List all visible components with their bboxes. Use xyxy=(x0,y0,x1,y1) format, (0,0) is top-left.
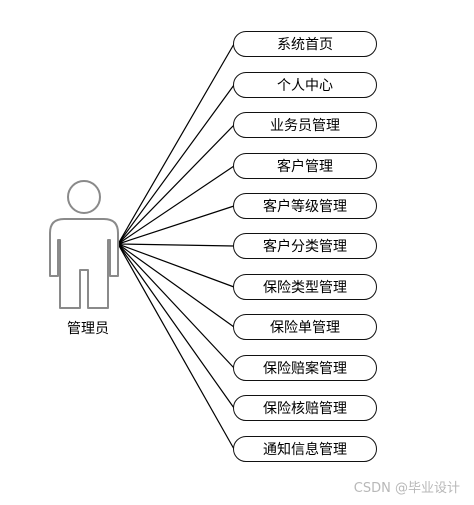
actor-label: 管理员 xyxy=(67,321,109,337)
use-case-system-home: 系统首页 xyxy=(233,31,377,57)
actor-body xyxy=(49,218,119,309)
association-line xyxy=(117,205,235,245)
association-line xyxy=(117,243,235,369)
association-line xyxy=(117,243,235,409)
use-case-insurance-type-management: 保险类型管理 xyxy=(233,274,377,300)
association-line xyxy=(117,43,235,245)
actor-head xyxy=(67,180,101,214)
use-case-customer-management: 客户管理 xyxy=(233,153,377,179)
use-case-claim-review-management: 保险核赔管理 xyxy=(233,395,377,421)
actor-figure-icon xyxy=(49,180,119,309)
watermark-text: CSDN @毕业设计 xyxy=(353,481,460,496)
use-case-customer-category-management: 客户分类管理 xyxy=(233,233,377,259)
association-line xyxy=(117,243,235,328)
association-line xyxy=(117,243,235,247)
use-case-claim-case-management: 保险赔案管理 xyxy=(233,355,377,381)
association-lines xyxy=(117,43,235,450)
association-line xyxy=(117,165,235,245)
association-line xyxy=(117,243,235,450)
use-case-customer-level-management: 客户等级管理 xyxy=(233,193,377,219)
association-line xyxy=(117,84,235,245)
association-line xyxy=(117,124,235,245)
use-case-policy-management: 保险单管理 xyxy=(233,314,377,340)
use-case-salesperson-management: 业务员管理 xyxy=(233,112,377,138)
use-case-personal-center: 个人中心 xyxy=(233,72,377,98)
use-case-notice-management: 通知信息管理 xyxy=(233,436,377,462)
association-line xyxy=(117,243,235,288)
